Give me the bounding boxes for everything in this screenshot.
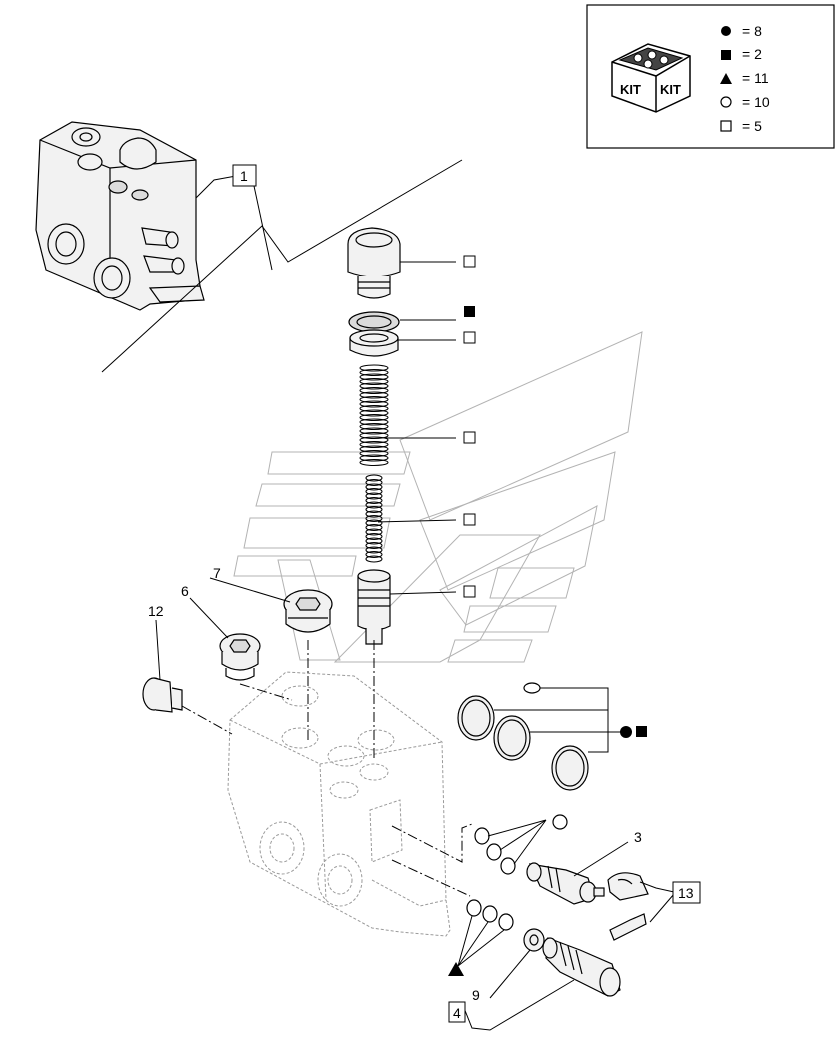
callout-3-label: 3 <box>634 829 642 845</box>
valve-body-phantom <box>227 671 451 937</box>
stack-leaders <box>377 255 476 598</box>
legend-open-square-text: = 5 <box>742 118 762 134</box>
clip-upper-part <box>607 872 649 901</box>
callout-1-box <box>232 164 257 187</box>
small-spring-part <box>365 474 383 563</box>
filled-square-marker <box>636 726 647 737</box>
filled-square-symbol <box>721 50 731 60</box>
callout-12-leader <box>155 619 161 681</box>
open-square-symbol <box>720 120 732 132</box>
callout-9-label: 9 <box>472 987 480 1003</box>
plug-7-part <box>283 589 333 633</box>
callout-13-leader <box>639 881 675 923</box>
cap-part <box>347 227 401 299</box>
filled-triangle-symbol <box>720 73 732 84</box>
o-ring-set <box>457 682 589 791</box>
callout-7-leader <box>209 577 291 603</box>
kit-label-left: KIT <box>620 82 641 97</box>
kit-legend: KIT KIT = 8 = 2 = 11 = 10 = 5 <box>586 4 835 149</box>
callout-1-label: 1 <box>240 168 248 184</box>
cartridge-3-part <box>526 862 605 905</box>
washer-9-part <box>523 928 545 952</box>
legend-filled-square-text: = 2 <box>742 46 762 62</box>
legend-filled-triangle-text: = 11 <box>742 70 769 86</box>
callout-4-box <box>448 1001 466 1023</box>
callout-13-box <box>672 881 701 904</box>
filled-circle-symbol <box>721 26 731 36</box>
small-rings-upper <box>474 814 568 875</box>
open-circle-symbol <box>720 96 732 108</box>
legend-open-circle-text: = 10 <box>742 94 770 110</box>
plug-6-part <box>219 633 261 681</box>
callout-9-leader <box>489 949 531 999</box>
callout-3-leader <box>573 841 629 877</box>
callout-6-leader <box>189 597 229 639</box>
cartridge-4-part <box>542 937 621 997</box>
kit-label-right: KIT <box>660 82 681 97</box>
assembly-axis-lines <box>181 640 473 897</box>
valve-overview-drawing <box>35 121 205 311</box>
o-ring-leaders <box>494 687 622 753</box>
washer-part <box>349 329 399 357</box>
callout-1-leader <box>195 175 273 271</box>
clip-lower-part <box>609 913 647 941</box>
callout-6-label: 6 <box>181 583 189 599</box>
callout-4-leader <box>463 979 575 1031</box>
section-cut-line <box>101 159 463 373</box>
callout-12-label: 12 <box>148 603 164 619</box>
legend-filled-circle-text: = 8 <box>742 23 762 39</box>
small-rings-lower <box>448 899 514 976</box>
callout-7-label: 7 <box>213 565 221 581</box>
large-spring-part <box>359 364 389 467</box>
filled-circle-marker <box>620 726 632 738</box>
kit-box-icon: KIT KIT <box>611 43 691 113</box>
plunger-part <box>357 569 391 645</box>
callout-4-label: 4 <box>453 1005 461 1021</box>
plug-12-part <box>142 677 183 713</box>
callout-13-label: 13 <box>678 885 694 901</box>
